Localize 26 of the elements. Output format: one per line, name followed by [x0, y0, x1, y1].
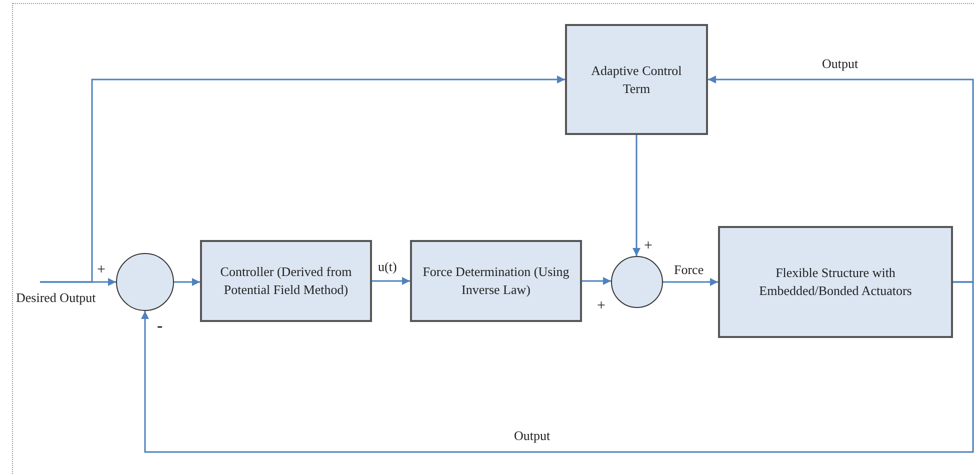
signal-arrow [582, 277, 611, 285]
process-block [410, 240, 582, 322]
signal-arrow [632, 135, 640, 256]
signal-arrow [174, 278, 200, 286]
block-label: Controller (Derived from Potential Field Method) [219, 263, 353, 299]
sign-label: + [597, 298, 606, 314]
sign-label: + [97, 262, 106, 278]
edge-label: Output [822, 56, 858, 72]
process-block [200, 240, 372, 322]
block-label: Adaptive Control Term [590, 62, 683, 98]
sign-label: - [157, 318, 163, 334]
edge-label: Output [514, 428, 550, 444]
summing-junction [611, 256, 663, 308]
input-label: Desired Output [16, 290, 96, 306]
signal-arrow [708, 76, 974, 283]
signal-arrow [141, 281, 974, 453]
signal-arrow [372, 277, 410, 285]
block-label: Flexible Structure with Embedded/Bonded Actuators [758, 264, 913, 300]
sign-label: + [644, 238, 652, 254]
edge-label: u(t) [378, 259, 397, 275]
process-block [718, 226, 953, 338]
process-block [565, 24, 708, 135]
block-label: Force Determination (Using Inverse Law) [422, 263, 570, 299]
edge-label: Force [674, 262, 704, 278]
signal-arrow [40, 76, 565, 283]
signal-arrow [663, 278, 718, 286]
